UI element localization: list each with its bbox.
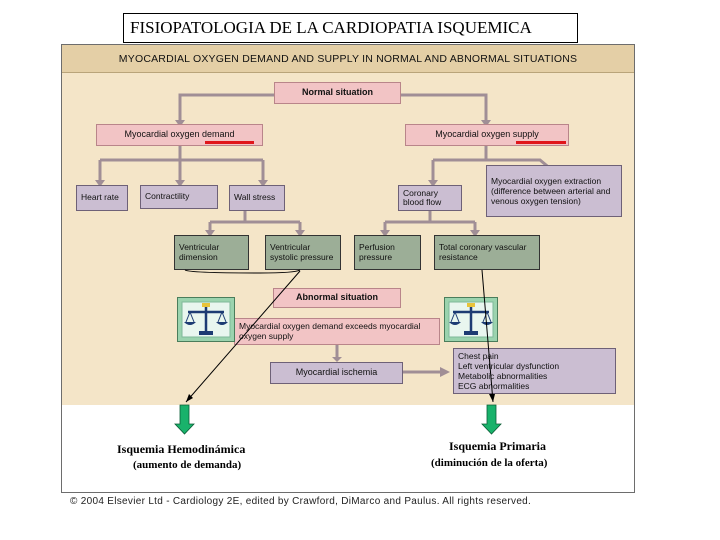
abnormal-situation-box: Abnormal situation <box>273 288 401 308</box>
consequence-item: ECG abnormalities <box>458 381 530 391</box>
ventricular-systolic-pressure-box: Ventricular systolic pressure <box>265 235 341 270</box>
myocardial-ischemia-label: Myocardial ischemia <box>295 367 378 378</box>
oxygen-demand-box: Myocardial oxygen demand <box>96 124 263 146</box>
annotation-panel <box>61 405 635 493</box>
ventricular-dimension-label: Ventricular dimension <box>179 242 220 262</box>
consequence-item: Left ventricular dysfunction <box>458 361 560 371</box>
wall-stress-label: Wall stress <box>234 192 276 203</box>
figure-panel <box>61 44 635 406</box>
figure-header: MYOCARDIAL OXYGEN DEMAND AND SUPPLY IN N… <box>62 45 634 73</box>
perfusion-pressure-label: Perfusion pressure <box>359 242 395 262</box>
myocardial-ischemia-box: Myocardial ischemia <box>270 362 403 384</box>
heart-rate-label: Heart rate <box>81 192 119 203</box>
consequence-item: Chest pain <box>458 351 499 361</box>
coronary-resistance-box: Total coronary vascular resistance <box>434 235 540 270</box>
demand-underline <box>205 141 254 144</box>
coronary-flow-label: Coronary blood flow <box>403 187 442 207</box>
primary-ischemia-label: Isquemia Primaria <box>449 439 546 453</box>
primary-ischemia-sublabel: (diminución de la oferta) <box>431 457 548 469</box>
consequence-item: Metabolic abnormalities <box>458 371 548 381</box>
hemodynamic-ischemia-sublabel: (aumento de demanda) <box>133 459 242 471</box>
abnormal-situation-label: Abnormal situation <box>295 292 378 303</box>
slide-title: FISIOPATOLOGIA DE LA CARDIOPATIA ISQUEMI… <box>123 13 578 43</box>
coronary-flow-box: Coronary blood flow <box>398 185 462 211</box>
ventricular-systolic-pressure-label: Ventricular systolic pressure <box>270 242 334 262</box>
ischemia-consequences-box: Chest pain Left ventricular dysfunction … <box>453 348 616 394</box>
wall-stress-box: Wall stress <box>229 185 285 211</box>
oxygen-supply-box: Myocardial oxygen supply <box>405 124 569 146</box>
oxygen-demand-label: Myocardial oxygen demand <box>124 129 235 140</box>
contractility-box: Contractility <box>140 185 218 209</box>
hemodynamic-ischemia-label: Isquemia Hemodinámica <box>117 442 246 456</box>
normal-situation-box: Normal situation <box>274 82 401 104</box>
oxygen-extraction-box: Myocardial oxygen extraction (difference… <box>486 165 622 217</box>
copyright-notice: © 2004 Elsevier Ltd - Cardiology 2E, edi… <box>70 496 532 507</box>
ventricular-dimension-box: Ventricular dimension <box>174 235 249 270</box>
oxygen-extraction-label: Myocardial oxygen extraction (difference… <box>491 176 611 206</box>
demand-exceeds-supply-box: Myocardial oxygen demand exceeds myocard… <box>234 318 440 345</box>
heart-rate-box: Heart rate <box>76 185 128 211</box>
normal-situation-label: Normal situation <box>301 87 373 98</box>
coronary-resistance-label: Total coronary vascular resistance <box>439 242 527 262</box>
oxygen-supply-label: Myocardial oxygen supply <box>435 129 539 140</box>
green-down-arrow <box>481 404 502 435</box>
contractility-label: Contractility <box>145 191 190 202</box>
supply-underline <box>516 141 566 144</box>
green-down-arrow <box>174 404 195 435</box>
balance-scale-icon <box>177 297 235 342</box>
demand-exceeds-supply-label: Myocardial oxygen demand exceeds myocard… <box>239 321 421 341</box>
perfusion-pressure-box: Perfusion pressure <box>354 235 421 270</box>
